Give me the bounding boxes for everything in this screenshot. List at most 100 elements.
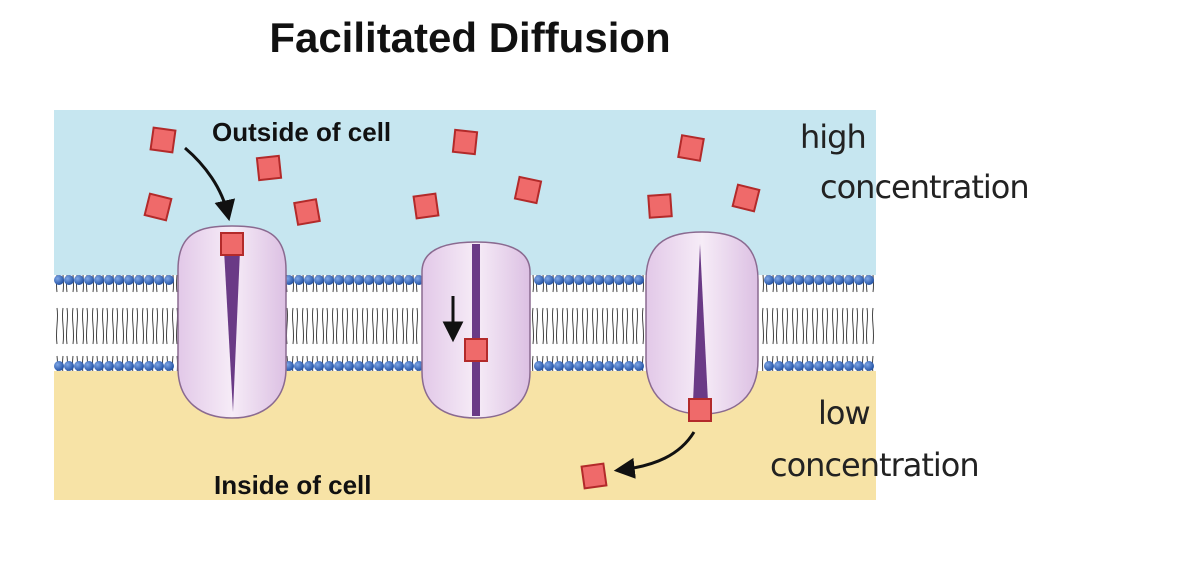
solute-molecule xyxy=(149,126,177,154)
lipid-head xyxy=(554,275,564,285)
solute-molecule xyxy=(293,198,321,226)
diagram-title: Facilitated Diffusion xyxy=(269,14,671,61)
inside-cell-label: Inside of cell xyxy=(214,470,372,500)
lipid-head xyxy=(624,275,634,285)
lipid-head xyxy=(144,275,154,285)
lipid-head xyxy=(404,361,414,371)
solute-molecule xyxy=(677,134,705,162)
solute-molecule xyxy=(412,192,440,220)
lipid-head xyxy=(374,275,384,285)
solute-molecule xyxy=(731,183,761,213)
lipid-head xyxy=(134,361,144,371)
lipid-head xyxy=(394,361,404,371)
lipid-head xyxy=(814,361,824,371)
lipid-head xyxy=(544,361,554,371)
lipid-head xyxy=(354,275,364,285)
lipid-head xyxy=(624,361,634,371)
solute-molecule xyxy=(580,462,608,490)
lipid-head xyxy=(154,275,164,285)
high-annotation-line1: high xyxy=(800,118,866,156)
lipid-head xyxy=(104,361,114,371)
high-annotation-line2: concentration xyxy=(820,168,1029,206)
lipid-head xyxy=(54,275,64,285)
lipid-head xyxy=(334,361,344,371)
lipid-head xyxy=(294,361,304,371)
lipid-head xyxy=(784,275,794,285)
solute-molecule xyxy=(143,192,173,222)
lipid-head xyxy=(314,361,324,371)
lipid-head xyxy=(554,361,564,371)
lipid-head xyxy=(844,361,854,371)
lipid-head xyxy=(124,361,134,371)
solute-molecules xyxy=(143,126,761,490)
solute-molecule xyxy=(688,398,712,422)
lipid-head xyxy=(774,361,784,371)
lipid-head xyxy=(764,275,774,285)
lipid-head xyxy=(534,361,544,371)
lipid-head xyxy=(614,275,624,285)
lipid-head xyxy=(384,275,394,285)
lipid-head xyxy=(354,361,364,371)
solute-molecule xyxy=(451,128,479,156)
lipid-head xyxy=(834,275,844,285)
lipid-head xyxy=(604,275,614,285)
lipid-head xyxy=(294,275,304,285)
lipid-head xyxy=(164,275,174,285)
lipid-head xyxy=(564,361,574,371)
lipid-head xyxy=(834,361,844,371)
channel-protein-2 xyxy=(421,241,531,419)
lipid-head xyxy=(614,361,624,371)
lipid-head xyxy=(574,275,584,285)
lipid-head xyxy=(844,275,854,285)
lipid-head xyxy=(864,275,874,285)
solute-molecule xyxy=(220,232,244,256)
lipid-head xyxy=(344,275,354,285)
lipid-head xyxy=(574,361,584,371)
entry-arrow xyxy=(184,146,236,222)
exit-arrow xyxy=(613,431,696,479)
lipid-head xyxy=(164,361,174,371)
lipid-head xyxy=(824,361,834,371)
lipid-head xyxy=(764,361,774,371)
lipid-head xyxy=(404,275,414,285)
lipid-head xyxy=(94,361,104,371)
low-annotation-line2: concentration xyxy=(770,446,979,484)
lipid-head xyxy=(584,275,594,285)
lipid-head xyxy=(634,361,644,371)
lipid-head xyxy=(854,361,864,371)
lipid-head xyxy=(84,361,94,371)
outside-cell-label: Outside of cell xyxy=(212,117,391,147)
lipid-head xyxy=(864,361,874,371)
lipid-head xyxy=(334,275,344,285)
lipid-head xyxy=(394,275,404,285)
lipid-head xyxy=(64,361,74,371)
lipid-head xyxy=(594,361,604,371)
lipid-head xyxy=(74,275,84,285)
lipid-head xyxy=(784,361,794,371)
lipid-head xyxy=(364,361,374,371)
lipid-head xyxy=(794,361,804,371)
lipid-head xyxy=(814,275,824,285)
lipid-head xyxy=(74,361,84,371)
lipid-head xyxy=(94,275,104,285)
lipid-head xyxy=(124,275,134,285)
lipid-head xyxy=(344,361,354,371)
lipid-head xyxy=(324,275,334,285)
channel-protein-3 xyxy=(645,231,759,415)
lipid-head xyxy=(314,275,324,285)
solute-molecule xyxy=(513,175,543,205)
lipid-head xyxy=(114,361,124,371)
lipid-head xyxy=(64,275,74,285)
lipid-head xyxy=(564,275,574,285)
lipid-head xyxy=(144,361,154,371)
lipid-head xyxy=(374,361,384,371)
lipid-head xyxy=(594,275,604,285)
lipid-head xyxy=(604,361,614,371)
low-annotation-line1: low xyxy=(818,394,870,432)
lipid-head xyxy=(804,275,814,285)
lipid-head xyxy=(544,275,554,285)
lipid-head xyxy=(304,361,314,371)
lipid-head xyxy=(774,275,784,285)
channel-protein-1 xyxy=(177,225,287,419)
solute-molecule xyxy=(255,154,283,182)
